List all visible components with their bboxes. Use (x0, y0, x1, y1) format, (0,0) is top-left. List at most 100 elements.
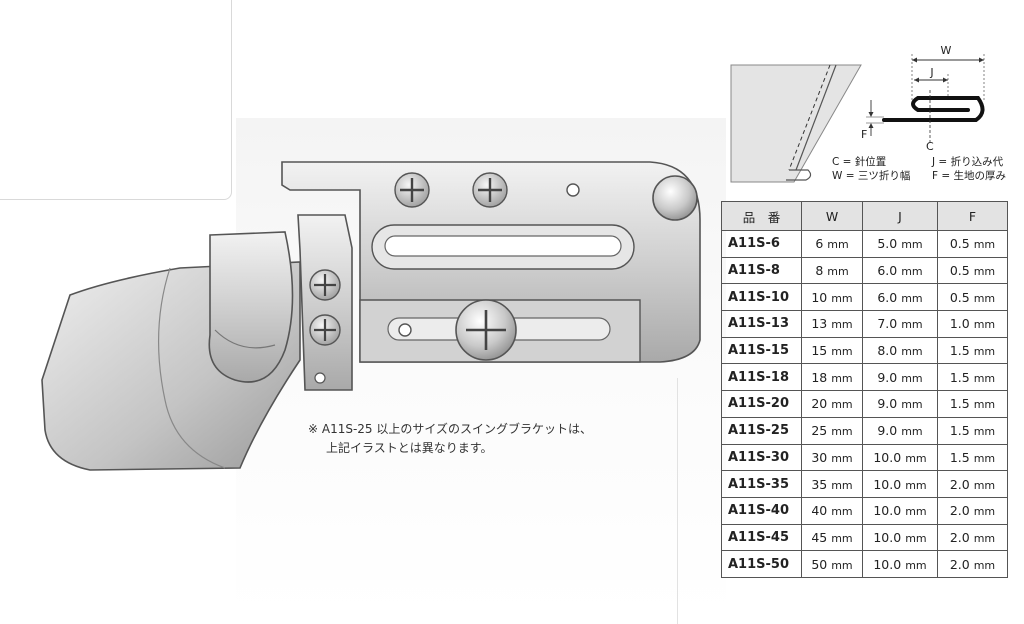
unit-label: mm (973, 558, 996, 572)
part-number-cell: A11S-30 (721, 443, 802, 472)
unit-label: mm (901, 318, 923, 332)
w-cell: 20 mm (801, 390, 863, 418)
f-cell: 1.5 mm (937, 336, 1008, 365)
table-row: A11S-13 13 mm 7.0 mm 1.0 mm (721, 310, 1008, 338)
unit-label: mm (831, 478, 853, 492)
unit-label: mm (831, 291, 853, 305)
header-j: J (862, 201, 938, 231)
part-number-cell-value: A11S-13 (728, 316, 790, 332)
f-cell: 1.5 mm (937, 416, 1008, 445)
w-cell: 13 mm (801, 310, 863, 338)
unit-label: mm (905, 531, 927, 545)
screw-2 (472, 172, 508, 208)
w-cell-value: 8 (815, 263, 824, 279)
j-cell: 10.0 mm (862, 523, 938, 552)
legend-w: W = 三ツ折り幅 (832, 170, 911, 182)
unit-label: mm (901, 291, 923, 305)
unit-label: mm (905, 505, 927, 519)
f-cell: 0.5 mm (937, 230, 1008, 258)
divider-line (677, 378, 678, 624)
w-cell-value: 20 (811, 396, 828, 412)
fabric-strip (730, 64, 862, 183)
j-cell: 9.0 mm (862, 416, 938, 445)
f-cell-value: 2.0 (949, 556, 970, 572)
f-cell-value: 1.5 (949, 396, 970, 412)
j-cell-value: 6.0 (877, 289, 898, 305)
part-number-cell-value: A11S-10 (728, 289, 790, 305)
part-number-cell: A11S-10 (721, 283, 802, 312)
j-cell: 9.0 mm (862, 363, 938, 392)
w-cell-value: 45 (811, 529, 828, 545)
size-note-line-1: ※ A11S-25 以上のサイズのスイングブラケットは、 (308, 422, 593, 436)
j-cell: 10.0 mm (862, 470, 938, 498)
size-note-line-2: 上記イラストとは異なります。 (326, 441, 493, 455)
j-cell-value: 7.0 (877, 316, 898, 332)
diagram-legend: C = 針位置 J = 折り込み代 W = 三ツ折り幅 F = 生地の厚み (832, 155, 1006, 183)
unit-label: mm (901, 398, 923, 412)
w-cell: 18 mm (801, 363, 863, 392)
part-number-cell: A11S-25 (721, 416, 802, 445)
unit-label: mm (831, 398, 853, 412)
f-cell: 2.0 mm (937, 550, 1008, 578)
j-cell-value: 10.0 (873, 529, 902, 545)
j-cell-value: 6.0 (877, 263, 898, 279)
screw-3 (309, 269, 341, 301)
f-cell-value: 1.5 (949, 343, 970, 359)
unit-label: mm (827, 265, 849, 279)
unit-label: mm (973, 478, 996, 492)
part-number-cell: A11S-6 (721, 230, 802, 258)
j-cell-value: 10.0 (873, 449, 902, 465)
w-cell: 6 mm (801, 230, 863, 258)
part-number-cell-value: A11S-40 (728, 503, 790, 519)
j-cell: 6.0 mm (862, 256, 938, 285)
w-cell-value: 40 (811, 503, 828, 519)
j-cell-value: 10.0 (873, 556, 902, 572)
screw-4 (309, 314, 341, 346)
part-number-cell-value: A11S-8 (728, 263, 780, 279)
header-f: F (937, 201, 1008, 231)
f-cell-value: 0.5 (949, 236, 970, 252)
f-thickness-label: F (861, 128, 867, 141)
f-cell: 2.0 mm (937, 470, 1008, 498)
w-cell-value: 13 (811, 316, 828, 332)
unit-label: mm (973, 425, 996, 439)
part-number-cell-value: A11S-35 (728, 476, 790, 492)
j-cell-value: 8.0 (877, 343, 898, 359)
j-cell: 8.0 mm (862, 336, 938, 365)
unit-label: mm (831, 531, 853, 545)
scroll-curl (208, 231, 294, 383)
w-cell: 35 mm (801, 470, 863, 498)
spec-table-header: 品 番 W J F (721, 201, 1008, 231)
unit-label: mm (831, 451, 853, 465)
w-cell: 15 mm (801, 336, 863, 365)
f-cell: 0.5 mm (937, 256, 1008, 285)
unit-label: mm (973, 291, 996, 305)
f-cell: 1.0 mm (937, 310, 1008, 338)
part-number-cell-value: A11S-30 (728, 449, 790, 465)
unit-label: mm (973, 398, 996, 412)
part-number-cell: A11S-13 (721, 310, 802, 338)
legend-c: C = 針位置 (832, 156, 887, 168)
part-number-cell-value: A11S-20 (728, 396, 790, 412)
f-cell: 1.5 mm (937, 390, 1008, 418)
unit-label: mm (905, 451, 927, 465)
f-cell: 2.0 mm (937, 496, 1008, 525)
f-cell-value: 0.5 (949, 289, 970, 305)
unit-label: mm (901, 425, 923, 439)
f-cell-value: 2.0 (949, 503, 970, 519)
header-part-number: 品 番 (721, 201, 802, 231)
unit-label: mm (827, 238, 849, 252)
adjust-knob (652, 175, 698, 221)
j-cell-value: 9.0 (877, 423, 898, 439)
